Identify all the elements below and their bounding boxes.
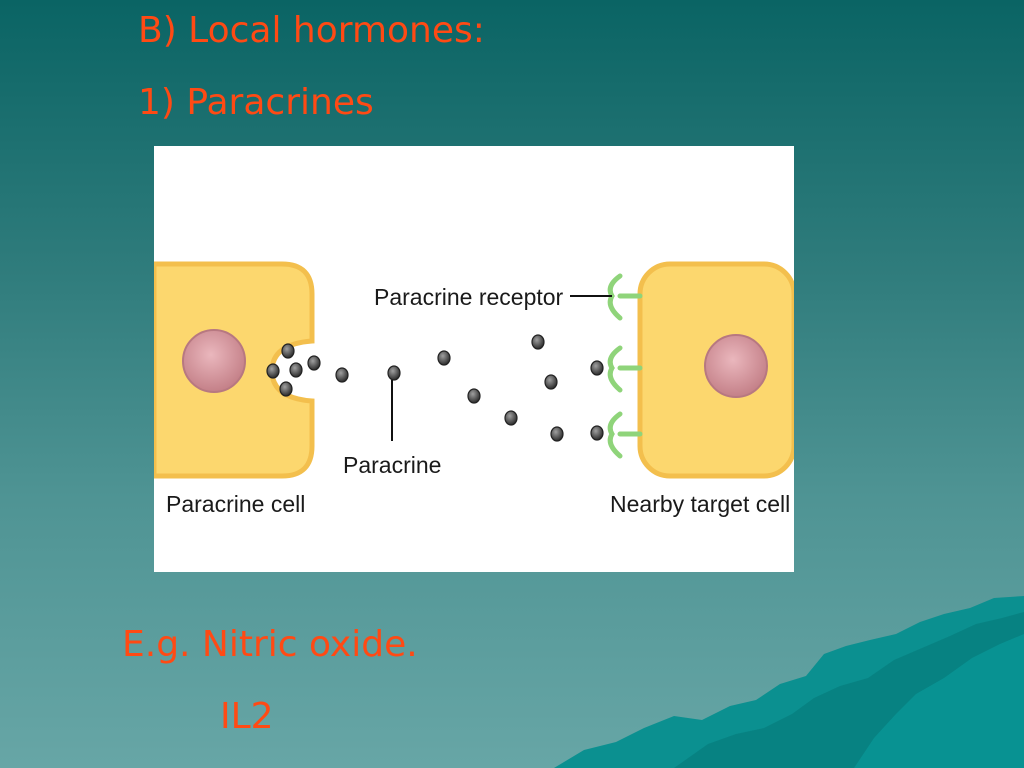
receptor-2: [607, 345, 643, 393]
molecule: [437, 350, 451, 366]
molecule: [590, 425, 604, 441]
molecule: [387, 365, 401, 381]
mountain-decoration: [554, 596, 1024, 768]
molecule-label: Paracrine: [343, 452, 441, 478]
paracrine-diagram: Paracrine receptor Paracrine Paracrine c…: [154, 146, 794, 572]
target-nucleus: [704, 334, 768, 398]
molecule: [504, 410, 518, 426]
receptor-group: [607, 273, 643, 459]
slide-heading: B) Local hormones:: [138, 10, 485, 51]
source-cell-label: Paracrine cell: [166, 491, 305, 517]
molecule: [266, 363, 280, 379]
molecule: [544, 374, 558, 390]
slide-subheading: 1) Paracrines: [138, 82, 374, 123]
molecule: [279, 381, 293, 397]
molecule: [281, 343, 295, 359]
receptor-3: [607, 411, 643, 459]
receptor-1: [607, 273, 643, 321]
source-nucleus: [182, 329, 246, 393]
molecule: [289, 362, 303, 378]
example-line-1: E.g. Nitric oxide.: [122, 624, 418, 665]
target-cell-label: Nearby target cell: [610, 491, 790, 517]
receptor-label: Paracrine receptor: [374, 284, 564, 310]
molecule: [590, 360, 604, 376]
molecule: [550, 426, 564, 442]
molecule: [307, 355, 321, 371]
molecule: [467, 388, 481, 404]
example-line-2: IL2: [220, 696, 274, 737]
molecule: [335, 367, 349, 383]
molecule: [531, 334, 545, 350]
paracrine-molecules: [266, 334, 604, 442]
